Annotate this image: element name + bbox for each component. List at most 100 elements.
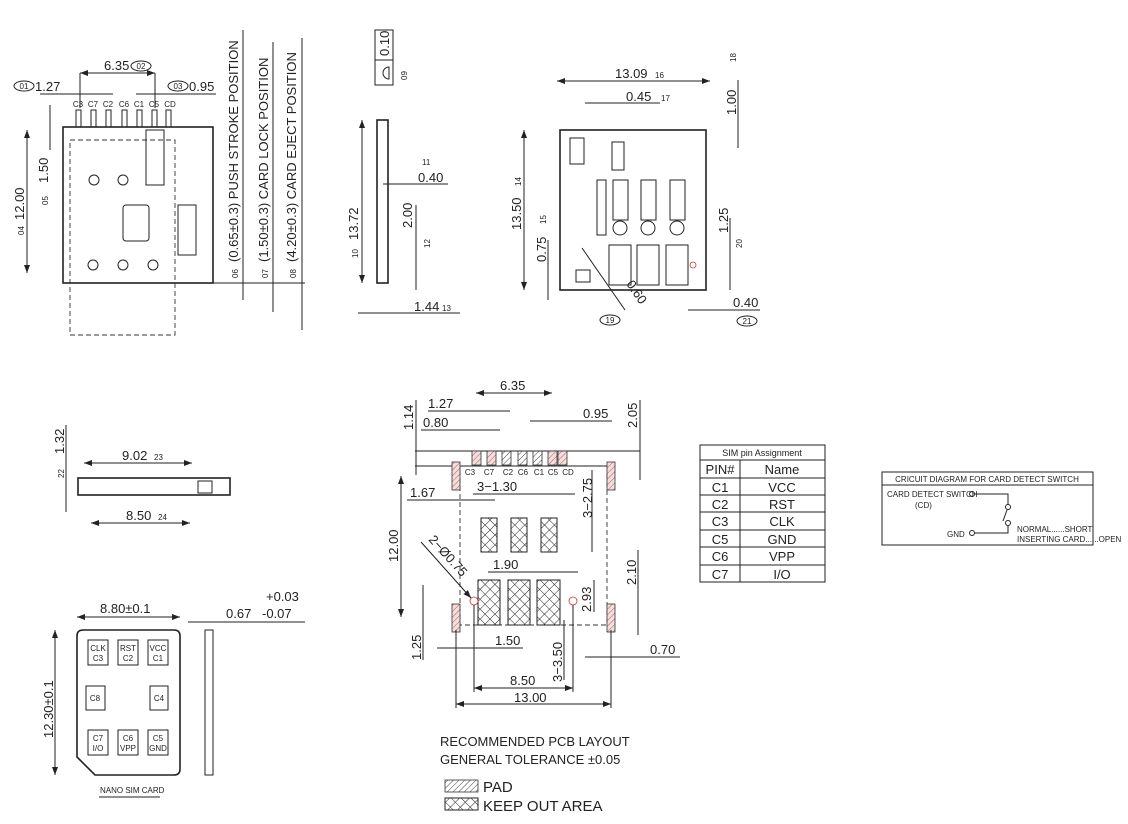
front-body <box>77 477 231 496</box>
dim-0-75: 0.75 <box>534 237 549 262</box>
legend-pad-label: PAD <box>483 779 513 796</box>
table-cell: C2 <box>712 497 729 512</box>
card-outline <box>69 139 176 336</box>
dim-width: 13.09 <box>615 66 648 81</box>
table-cell: C5 <box>712 532 729 547</box>
pcb-title: RECOMMENDED PCB LAYOUT <box>440 734 630 749</box>
ref-balloon: 15 <box>539 215 548 224</box>
ref-balloon: 07 <box>261 269 270 278</box>
dim-0-80: 0.80 <box>423 415 448 430</box>
dim-13-00: 13.00 <box>514 690 547 705</box>
contact-label: C3 <box>93 654 104 663</box>
dim-length: 13.72 <box>346 207 361 240</box>
pad-label: C2 <box>503 468 514 477</box>
table-cell: C7 <box>712 567 729 582</box>
pad-label: C1 <box>534 468 545 477</box>
ref-balloon: 12 <box>423 239 432 248</box>
table-title: SIM pin Assignment <box>722 448 802 458</box>
sim-side <box>204 629 214 776</box>
dim-1-00: 1.00 <box>724 90 739 115</box>
dim-2-93: 2.93 <box>579 587 594 612</box>
table-cell: C1 <box>712 480 729 495</box>
table-cell: I/O <box>773 567 790 582</box>
dim-6-35: 6.35 <box>500 378 525 393</box>
dim-8-50: 8.50 <box>126 508 151 523</box>
dim-0-40: 0.40 <box>418 170 443 185</box>
ref-balloon: 01 <box>20 82 29 91</box>
dim-9-02: 9.02 <box>122 448 147 463</box>
sim-outline <box>76 629 181 776</box>
cd-label: CARD DETECT SWITCH <box>887 490 978 499</box>
legend-keepout-label: KEEP OUT AREA <box>483 798 603 815</box>
top-pins <box>75 109 172 128</box>
front-view: 1.32 22 9.02 23 8.50 24 <box>52 425 231 526</box>
dim-1-14: 1.14 <box>401 405 416 430</box>
dim-0-40: 0.40 <box>733 295 758 310</box>
tol-plus: +0.03 <box>266 589 299 604</box>
contact-label: VPP <box>120 744 136 753</box>
dim-13-50: 13.50 <box>509 197 524 230</box>
dim-2-00: 2.00 <box>400 203 415 228</box>
dim-1-50: 1.50 <box>36 158 51 183</box>
dim-1-50: 1.50 <box>495 633 520 648</box>
contact-label: C5 <box>153 734 164 743</box>
sim-width: 8.80±0.1 <box>100 601 151 616</box>
contact-label: I/O <box>93 744 104 753</box>
ref-balloon: 20 <box>735 239 744 248</box>
ref-balloon: 17 <box>661 94 670 103</box>
ref-balloon: 04 <box>17 226 26 235</box>
top-view: C3 C7 C2 C6 C1 C5 CD 6.35 02 01 1.27 03 … <box>12 30 305 336</box>
ref-balloon: 05 <box>41 196 50 205</box>
contact-label: C2 <box>123 654 134 663</box>
ref-balloon: 03 <box>174 82 183 91</box>
flatness-frame <box>374 29 394 86</box>
table-header: PIN# <box>706 462 736 477</box>
table-cell: CLK <box>769 514 795 529</box>
card-lock-position: (1.50±0.3) CARD LOCK POSITION <box>256 58 271 262</box>
dim-1-90: 1.90 <box>493 557 518 572</box>
pin-label: C6 <box>119 100 130 109</box>
side-body <box>376 119 389 284</box>
ref-balloon: 08 <box>289 269 298 278</box>
table-cell: VCC <box>768 480 795 495</box>
push-lever <box>145 129 165 186</box>
dim-1-67: 1.67 <box>410 485 435 500</box>
pin-label: C1 <box>134 100 145 109</box>
circuit-diagram: CRICUIT DIAGRAM FOR CARD DETECT SWITCH C… <box>881 471 1122 546</box>
dim-1-25: 1.25 <box>409 635 424 660</box>
sim-height: 12.30±0.1 <box>41 680 56 738</box>
contact-label: C7 <box>93 734 104 743</box>
dim-2-10: 2.10 <box>624 560 639 585</box>
ref-balloon: 14 <box>514 177 523 186</box>
ref-balloon: 18 <box>729 53 738 62</box>
card-window <box>122 204 150 242</box>
table-cell: RST <box>769 497 795 512</box>
dim-1-27: 1.27 <box>428 396 453 411</box>
pad-label: C7 <box>484 468 495 477</box>
table-cell: GND <box>768 532 797 547</box>
ref-balloon: 21 <box>743 317 752 326</box>
legend-keepout-swatch <box>444 797 479 811</box>
cd-label-sub: (CD) <box>915 501 932 510</box>
ref-balloon: 23 <box>154 453 163 462</box>
dim-0-45: 0.45 <box>626 89 651 104</box>
ref-balloon: 09 <box>400 71 409 80</box>
contact-label: C1 <box>153 654 164 663</box>
pin-label: C5 <box>149 100 160 109</box>
ref-balloon: 13 <box>442 304 451 313</box>
pcb-tolerance: GENERAL TOLERANCE ±0.05 <box>440 752 620 767</box>
flatness-value: 0.10 <box>377 31 392 56</box>
legend-pad-swatch <box>444 779 479 793</box>
table-cell: VPP <box>769 549 795 564</box>
table-cell: C3 <box>712 514 729 529</box>
ref-balloon: 06 <box>231 269 240 278</box>
tol-minus: -0.07 <box>262 606 292 621</box>
ref-balloon: 02 <box>137 62 146 71</box>
dim-3-1-30: 3−1.30 <box>477 479 517 494</box>
contact-label: CLK <box>90 644 106 653</box>
contact-label: C8 <box>90 694 101 703</box>
gnd-label: GND <box>947 530 965 539</box>
ref-balloon: 16 <box>655 71 664 80</box>
